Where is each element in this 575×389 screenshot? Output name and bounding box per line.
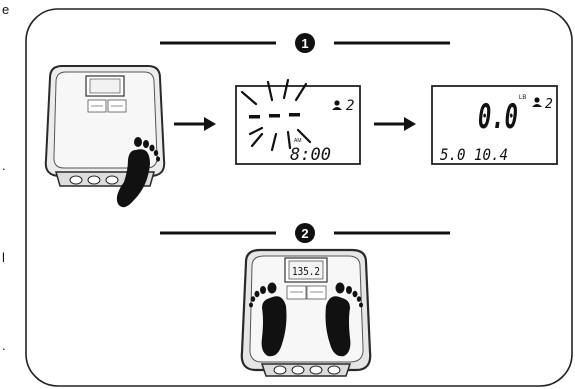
arrow-right-icon (174, 117, 216, 131)
footprint-icon (116, 137, 160, 208)
result-user-number: 2 (545, 97, 553, 112)
arrow-right-icon-2 (374, 117, 416, 131)
user-icon-result (532, 97, 542, 107)
scale2-button-1 (273, 365, 287, 375)
flash-rays (240, 78, 312, 152)
result-unit: LB (519, 95, 526, 101)
result-weight: 0.0 (478, 97, 518, 137)
scale-display-value: 135.2 (292, 265, 320, 278)
user-icon (332, 100, 342, 110)
flash-dashes: - - - (0, 0, 2, 1)
display-flashing: - - - 2 8:00 AM (0, 0, 361, 165)
scale2-button-3 (309, 365, 323, 375)
step-2-badge (295, 223, 315, 243)
scale-button-3 (105, 175, 119, 185)
scale-both-feet: 135.2 (240, 248, 372, 377)
margin-char-3: l (2, 250, 5, 265)
flash-time: 8:00 (290, 145, 331, 165)
step-2-number: 2 (301, 226, 308, 241)
step-1-number: 1 (301, 36, 308, 51)
scale-button-2 (87, 175, 101, 185)
scale2-button-2 (291, 365, 305, 375)
step-1-header: 1 (160, 33, 450, 53)
right-footprint-icon (325, 282, 363, 357)
result-bottom-line: 5.0 10.4 (440, 145, 508, 164)
flash-user-number: 2 (346, 98, 354, 114)
margin-char-1: e (2, 2, 9, 17)
step-2-header: 2 (160, 223, 450, 243)
left-footprint-icon (249, 282, 287, 357)
scale2-button-4 (327, 365, 341, 375)
margin-char-2: . (2, 158, 6, 173)
display-result: 0.0 LB 2 5.0 10.4 (431, 85, 558, 165)
flash-time-suffix: AM (294, 138, 302, 144)
margin-char-4: . (2, 338, 6, 353)
scale-button-1 (69, 175, 83, 185)
step-1-badge (295, 33, 315, 53)
scale-single-foot (44, 65, 166, 208)
